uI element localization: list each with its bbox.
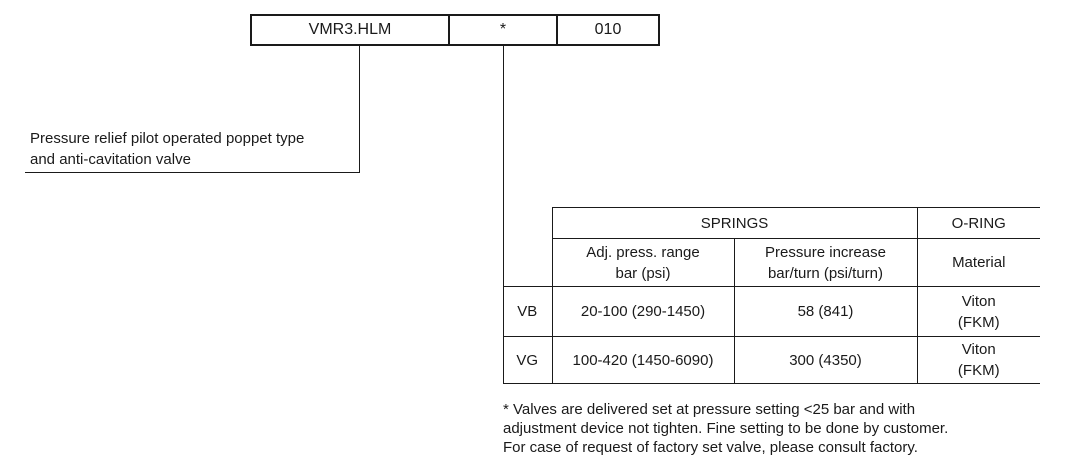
model-leader-vertical bbox=[359, 46, 360, 173]
range-header-line-1: Adj. press. range bbox=[586, 243, 700, 261]
material-line-1: Viton bbox=[961, 341, 996, 358]
description-line-1: Pressure relief pilot operated poppet ty… bbox=[30, 130, 305, 147]
range-header-line-2: bar (psi) bbox=[615, 264, 671, 282]
increase-header-line-2: bar/turn (psi/turn) bbox=[767, 264, 884, 282]
footnote-line-1: * Valves are delivered set at pressure s… bbox=[503, 401, 916, 418]
material-line-2: (FKM) bbox=[957, 313, 1000, 331]
suffix-code-cell: 010 bbox=[556, 16, 658, 44]
setting-leader-vertical bbox=[503, 46, 504, 384]
row-code: VB bbox=[503, 286, 552, 337]
spring-settings-table: SPRINGS O-RING Adj. press. range bar (ps… bbox=[503, 207, 1040, 384]
table-row: VG 100-420 (1450-6090) 300 (4350) Viton … bbox=[503, 336, 1040, 384]
row-material: Viton (FKM) bbox=[916, 336, 1040, 384]
footnote-line-3: For case of request of factory set valve… bbox=[503, 439, 918, 456]
setting-code-cell: * bbox=[448, 16, 556, 44]
range-header: Adj. press. range bar (psi) bbox=[551, 238, 734, 287]
row-code: VG bbox=[503, 336, 552, 384]
row-range: 20-100 (290-1450) bbox=[551, 286, 734, 337]
empty-code-header-cell bbox=[503, 239, 552, 287]
oring-header: O-RING bbox=[916, 207, 1040, 239]
ordering-code-box: VMR3.HLM * 010 bbox=[250, 14, 660, 46]
model-leader-horizontal bbox=[25, 172, 360, 173]
table-row: VB 20-100 (290-1450) 58 (841) Viton (FKM… bbox=[503, 286, 1040, 337]
model-code-cell: VMR3.HLM bbox=[308, 21, 392, 38]
row-range: 100-420 (1450-6090) bbox=[551, 336, 734, 384]
footnote: * Valves are delivered set at pressure s… bbox=[503, 400, 948, 457]
footnote-line-2: adjustment device not tighten. Fine sett… bbox=[503, 420, 949, 437]
material-line-2: (FKM) bbox=[957, 362, 1000, 379]
material-line-1: Viton bbox=[961, 292, 996, 310]
row-material: Viton (FKM) bbox=[916, 286, 1040, 337]
row-increase: 58 (841) bbox=[733, 286, 917, 337]
increase-header: Pressure increase bar/turn (psi/turn) bbox=[733, 238, 917, 287]
description-line-2: and anti-cavitation valve bbox=[30, 151, 191, 168]
material-header: Material bbox=[916, 238, 1040, 287]
row-increase: 300 (4350) bbox=[733, 336, 917, 384]
empty-corner-cell bbox=[503, 208, 552, 239]
valve-description: Pressure relief pilot operated poppet ty… bbox=[30, 128, 304, 170]
increase-header-line-1: Pressure increase bbox=[765, 243, 886, 261]
springs-header: SPRINGS bbox=[551, 207, 917, 239]
